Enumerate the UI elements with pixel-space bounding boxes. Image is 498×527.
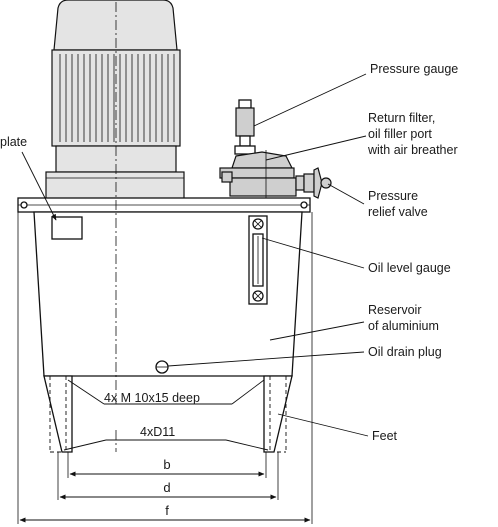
label-oil-level-gauge: Oil level gauge bbox=[261, 237, 451, 275]
oil-level-gauge-label: Oil level gauge bbox=[368, 261, 451, 275]
dimension-b-label: b bbox=[163, 457, 170, 472]
label-name-plate: plate bbox=[0, 135, 57, 221]
dimension-extension-lines bbox=[17, 212, 313, 524]
hole-callout-label: 4xD11 bbox=[140, 425, 175, 439]
label-feet: Feet bbox=[277, 413, 398, 443]
reservoir-label-2: of aluminium bbox=[368, 319, 439, 333]
label-oil-drain-plug: Oil drain plug bbox=[167, 345, 442, 367]
oil-drain-plug bbox=[155, 360, 169, 374]
dimension-f: f bbox=[19, 503, 311, 523]
return-filter bbox=[219, 150, 297, 198]
oil-level-gauge bbox=[248, 215, 268, 305]
reservoir-lid bbox=[17, 197, 311, 213]
pressure-gauge bbox=[234, 99, 256, 155]
name-plate-label: plate bbox=[0, 135, 27, 149]
relief-valve-label-1: Pressure bbox=[368, 189, 418, 203]
motor-cooling-fins bbox=[59, 54, 175, 142]
dimension-f-label: f bbox=[165, 503, 169, 518]
electric-motor bbox=[45, 0, 185, 201]
label-pressure-gauge: Pressure gauge bbox=[253, 62, 458, 127]
hole-callout: 4xD11 bbox=[63, 425, 269, 451]
pressure-relief-valve bbox=[295, 167, 332, 199]
dimension-d: d bbox=[59, 480, 277, 500]
return-filter-label-3: with air breather bbox=[367, 143, 458, 157]
pressure-gauge-label: Pressure gauge bbox=[370, 62, 458, 76]
return-filter-label-2: oil filler port bbox=[368, 127, 432, 141]
dimension-b: b bbox=[69, 457, 265, 477]
relief-valve-label-2: relief valve bbox=[368, 205, 428, 219]
name-plate bbox=[51, 216, 83, 240]
thread-callout-label: 4x M 10x15 deep bbox=[104, 391, 200, 405]
reservoir bbox=[33, 211, 303, 377]
feet-label: Feet bbox=[372, 429, 398, 443]
dimension-d-label: d bbox=[163, 480, 170, 495]
label-reservoir: Reservoir of aluminium bbox=[269, 303, 439, 341]
return-filter-label-1: Return filter, bbox=[368, 111, 435, 125]
label-relief-valve: Pressure relief valve bbox=[327, 183, 428, 219]
label-return-filter: Return filter, oil filler port with air … bbox=[265, 111, 458, 161]
oil-drain-plug-label: Oil drain plug bbox=[368, 345, 442, 359]
reservoir-label-1: Reservoir bbox=[368, 303, 422, 317]
thread-callout: 4x M 10x15 deep bbox=[67, 379, 265, 405]
